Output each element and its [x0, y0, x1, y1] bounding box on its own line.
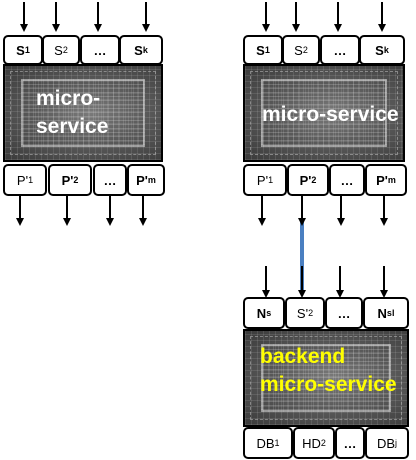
- port-label-base: S': [296, 305, 309, 321]
- port-label-subscript: 2: [62, 45, 68, 55]
- port-label-base: P': [136, 172, 148, 188]
- port-label-superscript: s: [266, 308, 272, 318]
- left-output-port: P'1: [3, 164, 47, 196]
- backend-input-port: …: [325, 297, 363, 329]
- backend-input-port: S'2: [285, 297, 325, 329]
- port-label-subscript: 1: [28, 175, 34, 185]
- port-label-subscript: 2: [302, 45, 308, 55]
- port-label-base: DB: [256, 435, 275, 451]
- left-chip-label-line2: service: [36, 115, 109, 138]
- port-label-base: P': [256, 172, 269, 188]
- port-label-subscript: 1: [268, 175, 274, 185]
- right-output-port: …: [329, 164, 365, 196]
- left-output-port: …: [93, 164, 127, 196]
- port-label-base: HD: [302, 435, 321, 451]
- backend-chip-label-line1: backend: [260, 345, 346, 368]
- left-chip: [3, 64, 163, 162]
- port-label-subscript: m: [387, 175, 396, 185]
- port-label-base: …: [343, 435, 357, 451]
- port-label-base: S: [16, 42, 25, 58]
- port-label-base: …: [103, 172, 117, 188]
- port-label-superscript: s: [386, 308, 392, 318]
- port-label-base: …: [333, 42, 347, 58]
- port-label-base: P': [16, 172, 29, 188]
- port-label-base: N: [377, 305, 387, 321]
- right-output-port: P'1: [243, 164, 287, 196]
- port-label-subscript: j: [395, 438, 398, 448]
- port-label-base: …: [340, 172, 354, 188]
- port-label-base: S: [54, 42, 63, 58]
- backend-output-port: …: [335, 427, 365, 459]
- left-output-port: P'm: [127, 164, 165, 196]
- backend-chip: [243, 329, 409, 427]
- port-label-base: DB: [376, 435, 396, 451]
- port-label-subscript: m: [147, 175, 156, 185]
- port-label-base: N: [256, 305, 267, 321]
- port-label-base: S: [134, 42, 143, 58]
- backend-chip-label-line2: micro-service: [260, 373, 397, 396]
- port-label-base: P': [376, 172, 388, 188]
- right-chip-label: micro-service: [262, 103, 399, 126]
- left-chip-label-line1: micro-: [36, 87, 101, 110]
- port-label-base: …: [93, 42, 107, 58]
- port-label-subscript: 2: [73, 175, 79, 185]
- left-input-port: …: [80, 35, 120, 65]
- left-output-port: P'2: [48, 164, 92, 196]
- right-chip: [243, 64, 405, 162]
- port-label-base: S: [294, 42, 303, 58]
- port-label-base: P': [61, 172, 74, 188]
- port-label-base: S: [375, 42, 384, 58]
- port-label-base: P': [299, 172, 312, 188]
- right-output-port: P'm: [365, 164, 407, 196]
- port-label-subscript: 2: [311, 175, 317, 185]
- port-label-subscript: 2: [308, 308, 314, 318]
- right-output-port: P'2: [287, 164, 329, 196]
- port-label-subscript: l: [391, 308, 395, 318]
- port-label-base: …: [337, 305, 351, 321]
- port-label-subscript: 1: [24, 45, 30, 55]
- right-input-port: …: [320, 35, 360, 65]
- port-label-subscript: 2: [320, 438, 326, 448]
- port-label-base: S: [256, 42, 265, 58]
- port-label-subscript: k: [383, 45, 389, 55]
- port-label-subscript: 1: [274, 438, 280, 448]
- port-label-subscript: 1: [264, 45, 270, 55]
- port-label-subscript: k: [142, 45, 148, 55]
